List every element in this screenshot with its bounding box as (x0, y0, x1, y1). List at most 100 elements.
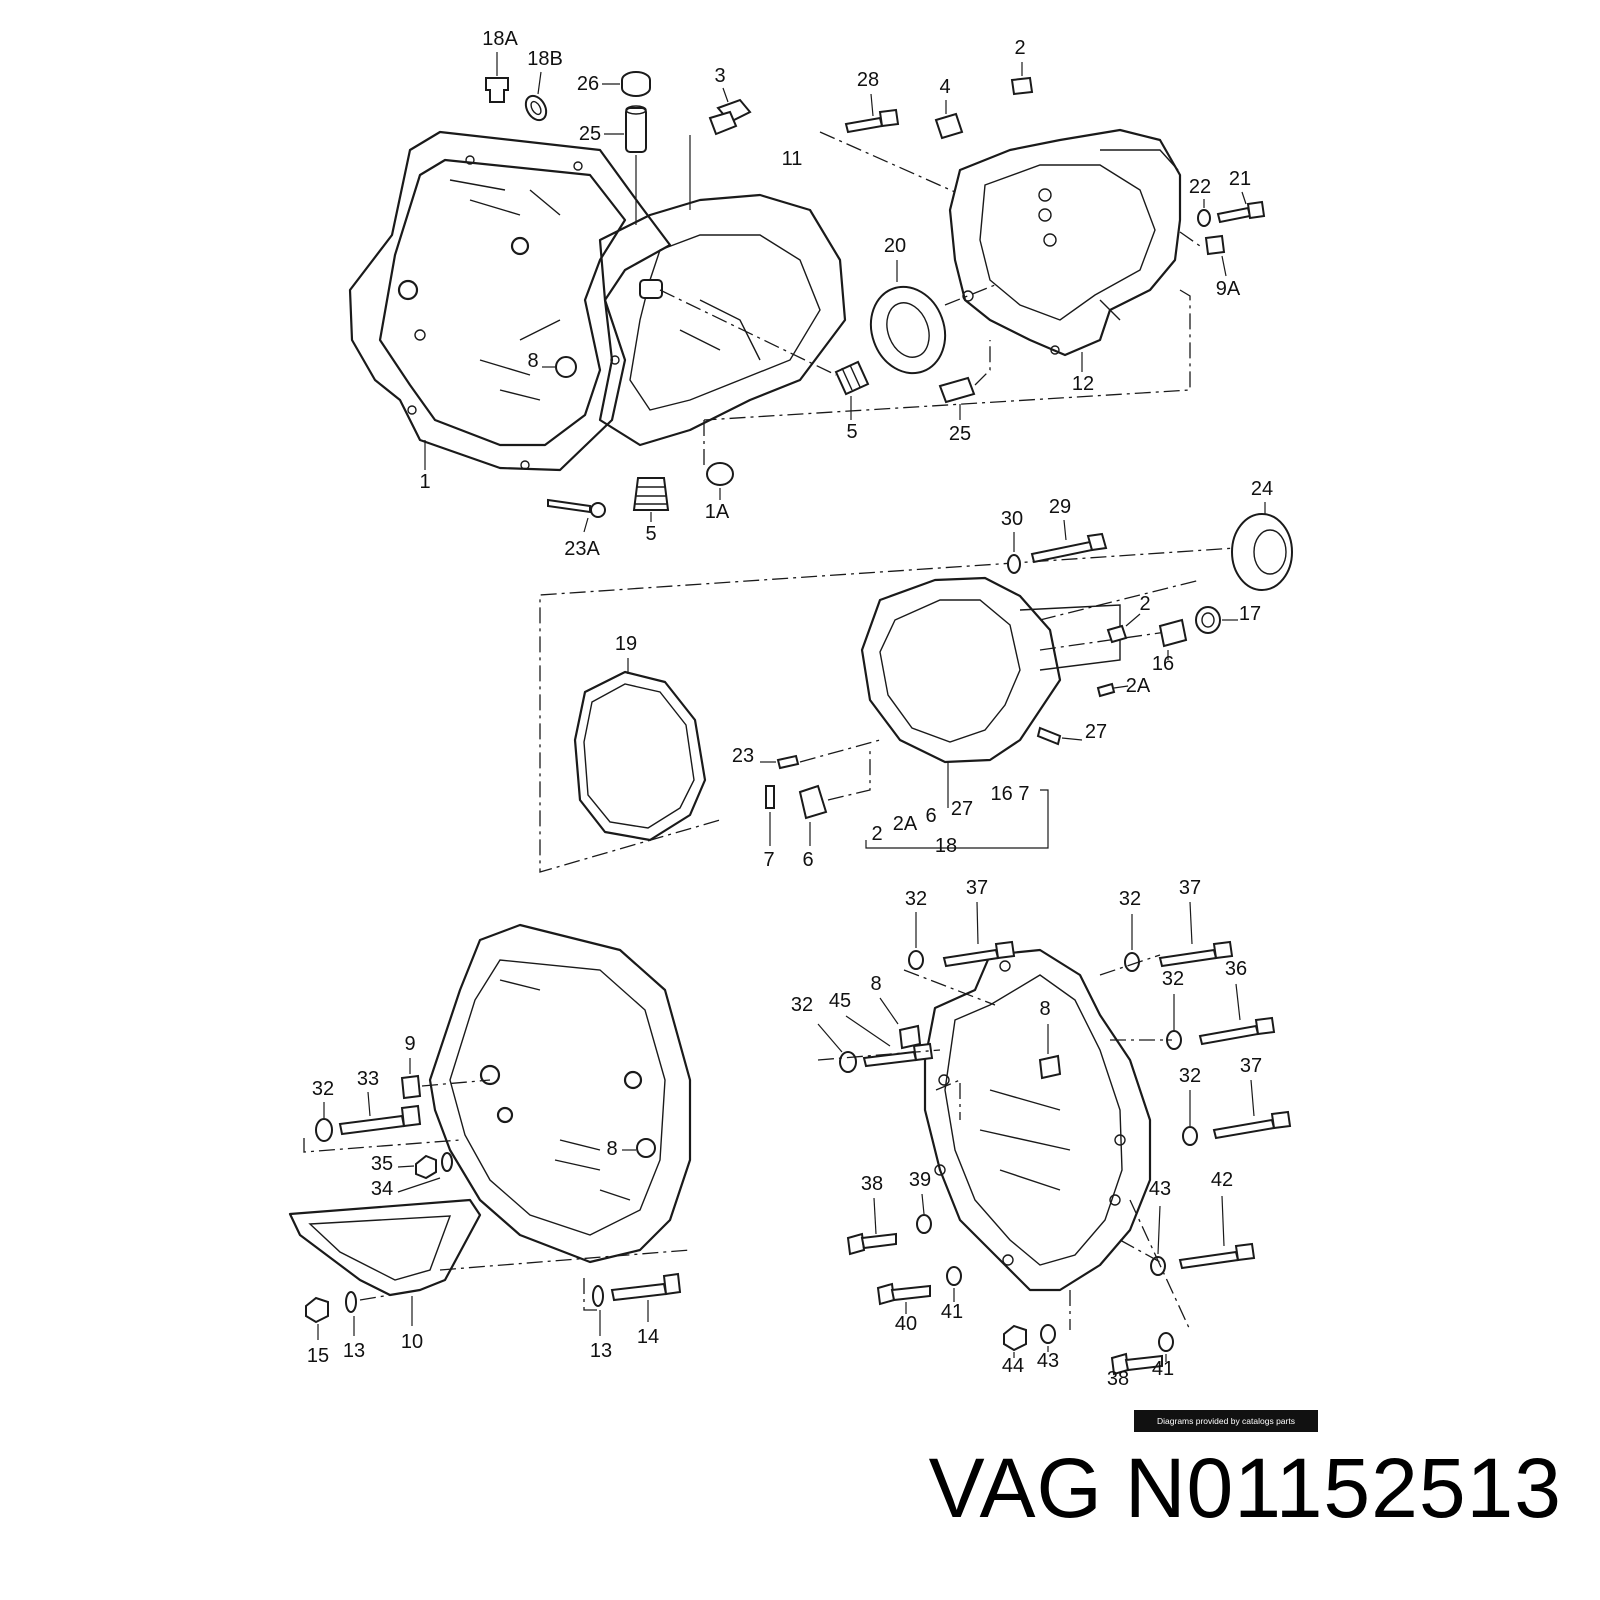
part-label-38b: 38 (1107, 1368, 1129, 1390)
part-label-32e: 32 (1179, 1065, 1201, 1087)
part-label-19: 19 (615, 633, 637, 655)
bolt-part-21 (1216, 191, 1266, 224)
sleeve-part-16 (1158, 618, 1188, 660)
nut-part-44 (1003, 1324, 1027, 1358)
part-label-13a: 13 (343, 1340, 365, 1362)
bushing-part-1A (706, 462, 734, 500)
part-label-41b: 41 (1152, 1358, 1174, 1380)
part-label-2c: 2 (871, 823, 882, 845)
part-label-29: 29 (1049, 496, 1071, 518)
bolt-part-33 (338, 1091, 422, 1136)
case-part-18 (860, 576, 1201, 808)
washer-part-22 (1197, 199, 1211, 227)
washer-part-43-bottom (1040, 1324, 1056, 1352)
nut-part-15 (305, 1296, 329, 1340)
pin-part-2-mid (1106, 613, 1141, 644)
part-label-27a: 27 (1085, 721, 1107, 743)
part-label-39: 39 (909, 1169, 931, 1191)
sleeve-part-25-top (604, 105, 647, 225)
part-label-20: 20 (884, 235, 906, 257)
part-label-38a: 38 (861, 1173, 883, 1195)
part-label-40: 40 (895, 1313, 917, 1335)
washer-part-32-lower (1182, 1090, 1198, 1146)
boot-part-5-lower (632, 477, 670, 522)
washer-part-32-mid (1166, 994, 1182, 1050)
part-label-37b: 37 (1179, 877, 1201, 899)
part-label-44: 44 (1002, 1355, 1024, 1377)
part-label-30: 30 (1001, 508, 1023, 530)
part-label-22: 22 (1189, 176, 1211, 198)
washer-part-41-left (946, 1266, 962, 1302)
washer-part-43-top (1150, 1205, 1166, 1276)
washer-part-34 (397, 1152, 453, 1193)
part-label-32a: 32 (905, 888, 927, 910)
part-label-8b: 8 (870, 973, 881, 995)
part-label-37c: 37 (1240, 1055, 1262, 1077)
part-label-32d: 32 (791, 994, 813, 1016)
part-label-2A-b: 2A (893, 813, 918, 835)
washer-part-41-right (1158, 1332, 1174, 1362)
part-label-11: 11 (782, 148, 803, 170)
part-label-18B: 18B (527, 48, 563, 70)
plug-part-18A (485, 52, 509, 103)
part-label-6a: 6 (925, 805, 936, 827)
part-label-45: 45 (829, 990, 851, 1012)
part-label-33: 33 (357, 1068, 379, 1090)
part-label-37a: 37 (966, 877, 988, 899)
washer-part-30 (1007, 532, 1021, 574)
part-label-1: 1 (419, 471, 430, 493)
block-part-6 (798, 750, 871, 846)
bolt-part-36 (1198, 983, 1276, 1046)
washer-part-13-left (345, 1289, 421, 1336)
clutch-housing-part-1 (348, 130, 672, 472)
bolt-part-28 (819, 93, 956, 193)
part-label-23: 23 (732, 745, 754, 767)
part-label-6b: 6 (802, 849, 813, 871)
part-label-18: 18 (935, 835, 957, 857)
clutch-housing-bottom-left (428, 923, 692, 1264)
bolt-part-23A (547, 498, 606, 533)
bolt-part-38-left (846, 1197, 897, 1256)
sleeve-part-9A (1179, 231, 1227, 277)
pin-part-27 (1036, 726, 1083, 746)
bolt-part-37-lower (1212, 1079, 1292, 1140)
part-label-2a: 2 (1014, 37, 1025, 59)
part-label-18A: 18A (482, 28, 518, 50)
brand-name: VAG (928, 1441, 1103, 1535)
part-label-43b: 43 (1037, 1350, 1059, 1372)
bolt-part-14 (610, 1272, 682, 1322)
bushing-part-8-top (542, 356, 577, 378)
part-label-15: 15 (307, 1345, 329, 1367)
seal-part-24 (1231, 502, 1293, 591)
gear-housing-part-11 (598, 193, 847, 447)
part-label-35: 35 (371, 1153, 393, 1175)
cap-part-26 (602, 71, 651, 97)
seal-part-20 (869, 260, 996, 375)
pin-part-2A (1096, 682, 1129, 698)
nut-part-35 (397, 1154, 437, 1180)
part-label-42: 42 (1211, 1169, 1233, 1191)
bushing-part-8-right-a (879, 997, 922, 1050)
part-label-3: 3 (714, 65, 725, 87)
part-label-36: 36 (1225, 958, 1247, 980)
bearing-part-17 (1195, 606, 1238, 634)
part-label-5b: 5 (645, 523, 656, 545)
washer-part-32-top-right (1124, 914, 1140, 972)
part-label-17: 17 (1239, 603, 1261, 625)
part-label-2A: 2A (1126, 675, 1151, 697)
part-label-9: 9 (404, 1033, 415, 1055)
switch-part-3 (689, 87, 752, 210)
washer-part-32-top (908, 912, 924, 970)
part-label-34: 34 (371, 1178, 393, 1200)
part-label-13b: 13 (590, 1340, 612, 1362)
washer-part-32-left (315, 1102, 333, 1142)
part-label-8a: 8 (527, 350, 538, 372)
diagram-credit-badge: Diagrams provided by catalogs parts (1134, 1410, 1318, 1432)
pin-part-23 (760, 739, 881, 770)
sleeve-part-9 (400, 1058, 491, 1100)
bolt-part-37-top-right (1158, 901, 1234, 968)
bolt-part-42 (1178, 1195, 1256, 1270)
part-label-1A: 1A (705, 501, 730, 523)
bolt-part-37-top (942, 901, 1016, 968)
